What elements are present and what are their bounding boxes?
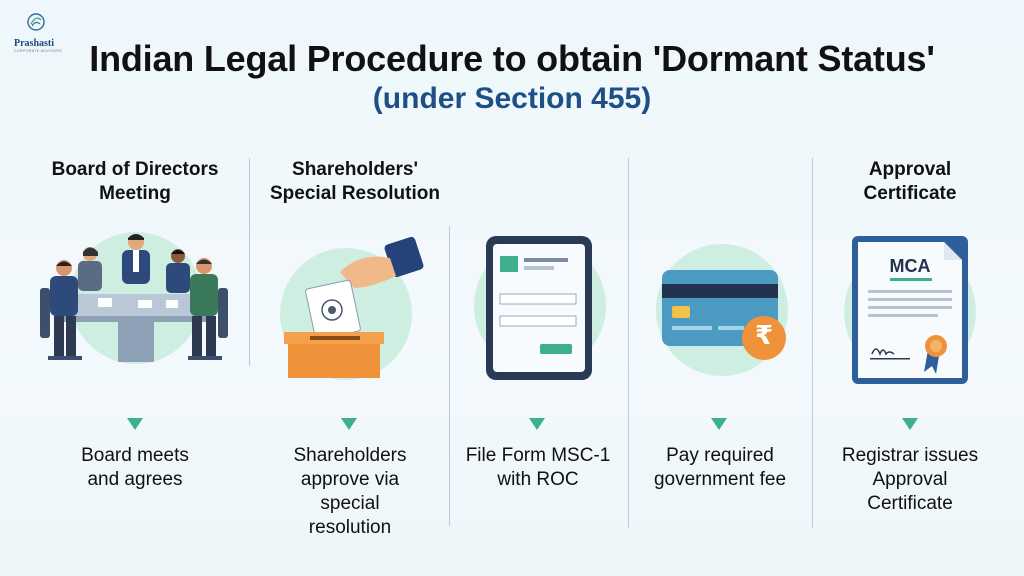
- step-3-text-line2: with ROC: [497, 469, 579, 490]
- step-2-heading-line1: Shareholders': [292, 159, 418, 180]
- brand-logo: Prashasti CORPORATE ADVISORS: [14, 12, 74, 53]
- step-3-text-line1: File Form MSC-1: [465, 445, 611, 466]
- step-2-text-line4: resolution: [308, 517, 392, 538]
- step-2-heading-line2: Special Resolution: [270, 183, 440, 204]
- step-4-text: Pay required government fee: [630, 444, 810, 492]
- step-1-text-line1: Board meets: [81, 445, 189, 466]
- step-5-text-line2: Approval: [872, 469, 948, 490]
- board-meeting-illustration: [40, 232, 228, 364]
- step-2-text-line1: Shareholders: [293, 445, 407, 466]
- tablet-form-illustration: [474, 236, 606, 380]
- logo-name: Prashasti: [14, 38, 54, 49]
- step-3-text: File Form MSC-1 with ROC: [450, 444, 626, 492]
- divider-3: [628, 158, 629, 528]
- step-5-text-line1: Registrar issues: [841, 445, 979, 466]
- divider-4: [812, 158, 813, 528]
- certificate-mca-label: MCA: [889, 256, 931, 276]
- step-1-text: Board meets and agrees: [40, 444, 230, 492]
- certificate-illustration: [844, 236, 976, 384]
- step-4-text-line1: Pay required: [666, 445, 774, 466]
- step-2-text-line2: approve via: [300, 469, 400, 490]
- step-5-heading-line2: Certificate: [863, 183, 957, 204]
- step-1-heading: Board of Directors Meeting: [30, 158, 240, 206]
- logo-tagline: CORPORATE ADVISORS: [14, 49, 62, 53]
- page-title: Indian Legal Procedure to obtain 'Dorman…: [89, 38, 935, 79]
- step-1-arrow: [127, 418, 143, 430]
- step-4-arrow: [711, 418, 727, 430]
- step-5-arrow: [902, 418, 918, 430]
- page-subtitle: (under Section 455): [372, 82, 652, 115]
- divider-1: [249, 158, 250, 366]
- step-2-text: Shareholders approve via special resolut…: [255, 444, 445, 540]
- payment-card-illustration: [656, 244, 788, 376]
- divider-2: [449, 226, 450, 526]
- step-1-heading-line1: Board of Directors: [51, 159, 219, 180]
- rupee-symbol: ₹: [754, 321, 774, 351]
- step-5-heading: Approval Certificate: [815, 158, 1005, 206]
- logo-icon: [27, 13, 45, 31]
- step-2-arrow: [341, 418, 357, 430]
- step-1-text-line2: and agrees: [87, 469, 183, 490]
- step-5-text: Registrar issues Approval Certificate: [814, 444, 1006, 516]
- step-2-text-line3: special: [320, 493, 380, 514]
- step-4-text-line2: government fee: [653, 469, 787, 490]
- step-1-heading-line2: Meeting: [99, 183, 171, 204]
- step-3-arrow: [529, 418, 545, 430]
- step-2-heading: Shareholders' Special Resolution: [255, 158, 455, 206]
- step-5-heading-line1: Approval: [868, 159, 952, 180]
- ballot-box-illustration: [280, 236, 424, 380]
- step-5-text-line3: Certificate: [867, 493, 953, 514]
